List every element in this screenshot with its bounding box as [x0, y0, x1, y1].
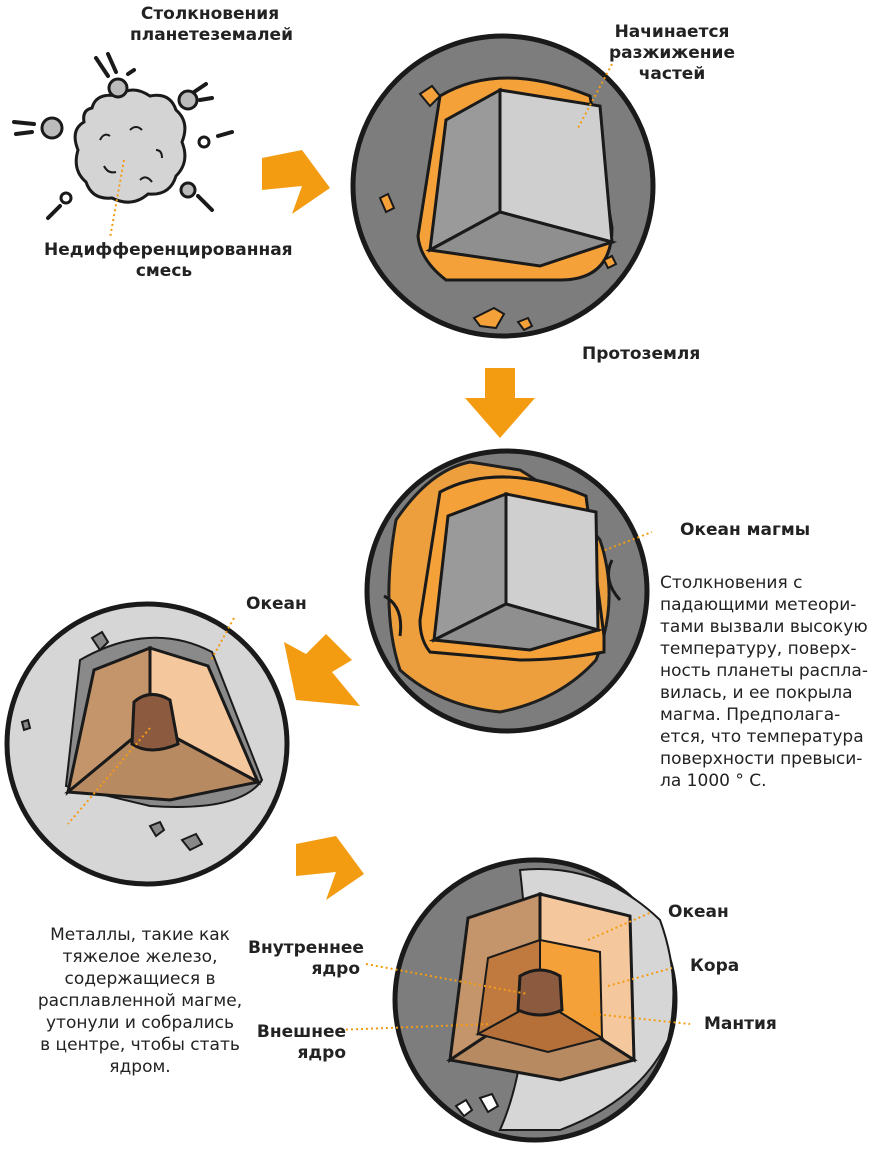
description-core-formation-line: тяжелое железо, — [10, 946, 270, 968]
label-magma-ocean: Океан магмы — [680, 520, 810, 541]
core-forming-planet — [7, 604, 287, 884]
planetesimal — [75, 90, 185, 202]
description-magma-ocean-line: тами вызвали высокую — [660, 616, 880, 638]
label-planetesimal-collisions-line2: планетеземалей — [130, 25, 290, 46]
label-ocean-final: Океан — [668, 902, 729, 923]
differentiated-earth — [395, 860, 675, 1140]
label-melting-begins-line2: разжижение — [602, 43, 742, 64]
label-inner-core: Внутреннее ядро — [248, 938, 360, 980]
label-undifferentiated-mix-line1: Недифференцированная — [44, 240, 284, 261]
label-planetesimal-collisions: Столкновения планетеземалей — [130, 4, 290, 46]
label-ocean-stage3: Океан — [246, 594, 307, 615]
description-magma-ocean-line: ла 1000 ° С. — [660, 770, 880, 792]
label-inner-core-line1: Внутреннее — [248, 938, 360, 959]
description-magma-ocean-line: вилась, и ее покрыла — [660, 682, 880, 704]
description-core-formation-line: расплавленной магме, — [10, 990, 270, 1012]
description-magma-ocean-line: магма. Предполага- — [660, 704, 880, 726]
description-core-formation-line: в центре, чтобы стать — [10, 1034, 270, 1056]
description-magma-ocean-line: поверхности превыси- — [660, 748, 880, 770]
label-inner-core-line2: ядро — [248, 959, 360, 980]
label-melting-begins: Начинается разжижение частей — [602, 22, 742, 85]
label-mantle: Мантия — [704, 1014, 777, 1035]
description-core-formation: Металлы, такие как тяжелое железо, содер… — [10, 924, 270, 1078]
label-undifferentiated-mix: Недифференцированная смесь — [44, 240, 284, 282]
arrow-2 — [465, 368, 535, 438]
label-undifferentiated-mix-line2: смесь — [44, 261, 284, 282]
label-outer-core-line1: Внешнее — [250, 1022, 346, 1043]
arrow-4 — [296, 836, 364, 900]
label-melting-begins-line1: Начинается — [602, 22, 742, 43]
label-outer-core-line2: ядро — [250, 1043, 346, 1064]
description-core-formation-line: утонули и собрались — [10, 1012, 270, 1034]
description-magma-ocean-line: температуру, поверх- — [660, 638, 880, 660]
label-outer-core: Внешнее ядро — [250, 1022, 346, 1064]
description-core-formation-line: содержащиеся в — [10, 968, 270, 990]
arrow-3 — [284, 634, 360, 706]
magma-ocean-planet — [367, 451, 647, 731]
description-magma-ocean-line: Столкновения с — [660, 572, 880, 594]
label-crust: Кора — [690, 956, 739, 977]
description-magma-ocean-line: ность планеты распла- — [660, 660, 880, 682]
arrow-1 — [262, 150, 330, 214]
label-protoearth: Протоземля — [582, 344, 700, 365]
description-magma-ocean-line: падающими метеори- — [660, 594, 880, 616]
description-core-formation-line: ядром. — [10, 1056, 270, 1078]
description-magma-ocean-line: ется, что температура — [660, 726, 880, 748]
label-melting-begins-line3: частей — [602, 64, 742, 85]
description-magma-ocean: Столкновения с падающими метеори- тами в… — [660, 572, 880, 792]
label-planetesimal-collisions-line1: Столкновения — [130, 4, 290, 25]
description-core-formation-line: Металлы, такие как — [10, 924, 270, 946]
